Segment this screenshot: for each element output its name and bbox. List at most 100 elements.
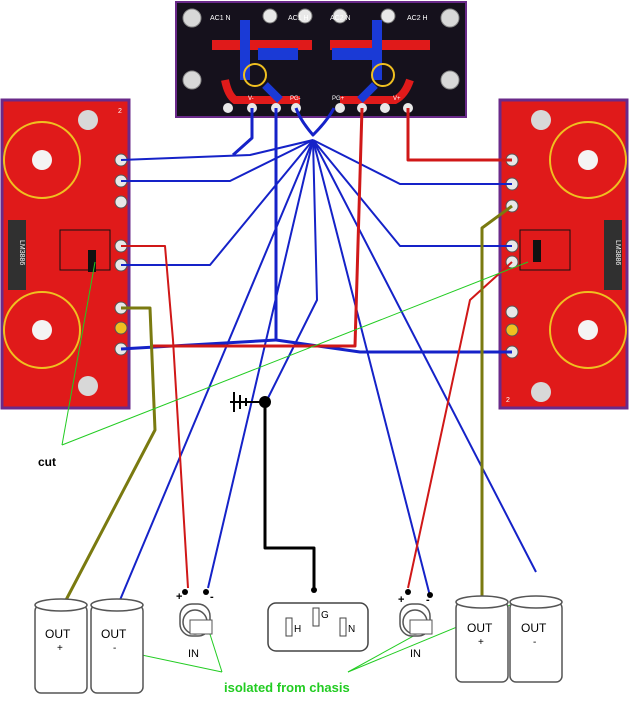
ground-wire (267, 139, 318, 399)
speaker-wire-left (64, 306, 157, 601)
amp-pad (114, 195, 128, 209)
psu-trace (212, 40, 312, 50)
annotation-pointer (61, 261, 96, 446)
chip-label: LM3886 (614, 240, 621, 265)
annotation-pointer (61, 261, 529, 446)
mounting-hole (531, 110, 551, 130)
terminal-top (455, 595, 509, 609)
heatsink-chip (604, 220, 622, 290)
corner-number: 2 (118, 108, 122, 115)
psu-trace (258, 48, 298, 60)
ground-wire (312, 139, 431, 597)
terminal-label: OUT (521, 621, 547, 635)
psu-trace (357, 82, 378, 103)
input-wire-left (121, 245, 189, 589)
ac-pad (297, 8, 313, 24)
terminal-sign: - (533, 637, 536, 648)
rca-minus: - (426, 594, 430, 606)
ground-wire (119, 139, 314, 601)
psu-label: AC2 H (407, 15, 428, 22)
iec-pin-h (285, 617, 293, 637)
speaker-wire-right (480, 204, 513, 600)
speaker-terminal-right-minus: OUT - (509, 595, 563, 683)
rca-pin (203, 589, 209, 595)
input-wire-right (407, 261, 513, 589)
rca-input-left: + - IN (176, 589, 214, 660)
amp-capacitor (3, 291, 81, 369)
heatsink-chip (8, 220, 26, 290)
psu-output-pad (335, 103, 345, 113)
psu-trace (221, 79, 300, 104)
psu-output-pad (223, 103, 233, 113)
terminal-label: OUT (101, 627, 127, 641)
rca-label: IN (410, 648, 421, 660)
ac-pad (380, 8, 396, 24)
amp-capacitor-core (32, 320, 52, 340)
psu-label: AC2 N (330, 15, 351, 22)
wires (61, 107, 537, 673)
amp-capacitor-core (32, 150, 52, 170)
ground-wire (312, 139, 537, 573)
terminal-top (509, 595, 563, 609)
ground-wire (207, 139, 314, 589)
terminal-top (34, 598, 88, 612)
rca-barrel (409, 619, 433, 635)
annotation-pointer (207, 627, 223, 673)
amp-pad (505, 323, 519, 337)
ground-wire (121, 139, 314, 266)
mounting-hole (78, 110, 98, 130)
terminal-top (90, 598, 144, 612)
rca-pin (427, 592, 433, 598)
psu-trace (340, 78, 414, 104)
amp-capacitor-core (578, 150, 598, 170)
chassis-ground-symbol (233, 392, 271, 412)
mounting-hole (440, 8, 460, 28)
iec-ground-terminal (311, 587, 317, 593)
mounting-hole (182, 8, 202, 28)
amp-board-right: LM3886 2 (498, 98, 629, 410)
terminal-sign: + (478, 637, 484, 648)
psu-capacitor (243, 63, 267, 87)
supply-wire-positive (150, 107, 364, 348)
mounting-hole (440, 70, 460, 90)
ground-node (259, 396, 271, 408)
amp-pad (505, 305, 519, 319)
rca-barrel (189, 619, 213, 635)
terminal-label: OUT (45, 627, 71, 641)
psu-label: AC1 H (288, 15, 309, 22)
rca-plus: + (398, 594, 404, 606)
iec-pin-n (339, 617, 347, 637)
rca-label: IN (188, 648, 199, 660)
mounting-hole (531, 382, 551, 402)
psu-label: PG+ (332, 96, 345, 102)
terminal-sign: - (113, 643, 116, 654)
ground-wire (120, 139, 314, 161)
amp-component (519, 229, 571, 271)
speaker-terminal-left-plus: OUT + (34, 598, 88, 694)
amp-board-left: LM3886 2 (0, 98, 131, 410)
supply-wire-negative (231, 108, 254, 157)
speaker-terminal-right-plus: OUT + (455, 595, 509, 683)
rca-minus: - (210, 591, 214, 603)
psu-trace (332, 48, 372, 60)
rca-plus: + (176, 591, 182, 603)
psu-label: V+ (393, 96, 401, 102)
psu-trace (262, 82, 283, 103)
annotation-isolated: isolated from chasis (224, 680, 350, 695)
amp-pad (114, 321, 128, 335)
amp-resistor (88, 250, 96, 272)
amp-capacitor (549, 121, 627, 199)
supply-wire-negative (275, 338, 512, 354)
chip-label: LM3886 (18, 240, 25, 265)
speaker-terminal-left-minus: OUT - (90, 598, 144, 694)
amp-capacitor (3, 121, 81, 199)
rca-input-right: + - IN (398, 589, 433, 660)
ground-wire (312, 139, 512, 247)
terminal-body (90, 604, 144, 694)
iec-label-g: G (321, 610, 329, 621)
terminal-sign: + (57, 643, 63, 654)
amp-resistor (533, 240, 541, 262)
mounting-hole (78, 376, 98, 396)
